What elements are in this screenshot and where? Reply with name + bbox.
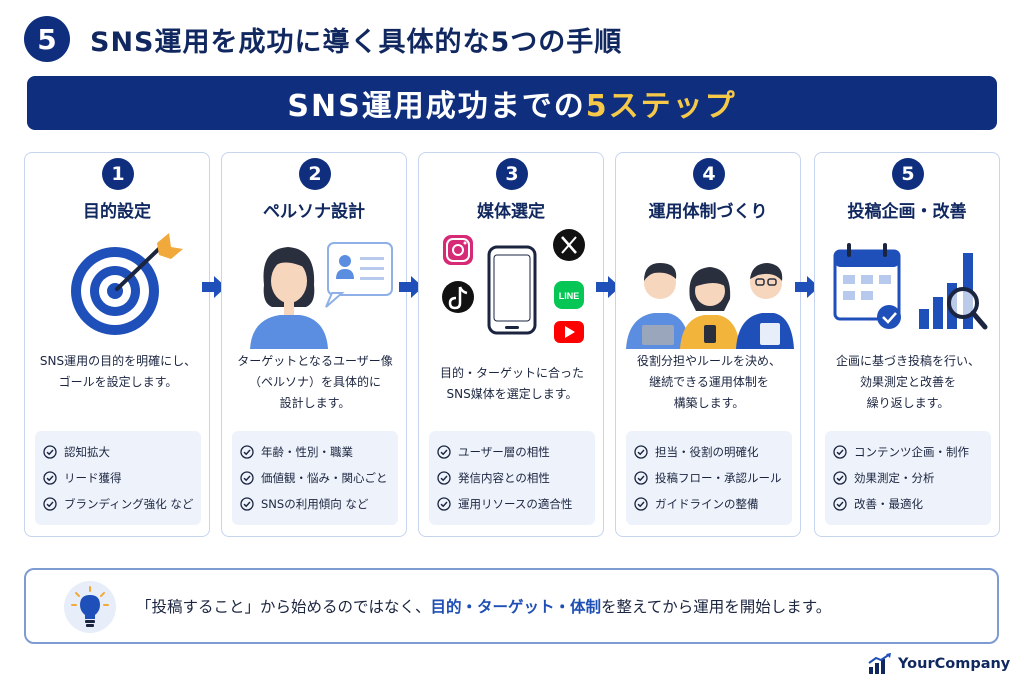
persona-icon [250, 242, 393, 349]
check-list: コンテンツ企画・制作 効果測定・分析 改善・最適化 [825, 431, 991, 525]
check-item: 効果測定・分析 [825, 465, 991, 491]
step-title: 運用体制づくり [648, 202, 768, 222]
step-description: 目的・ターゲットに合った SNS媒体を選定します。 [439, 366, 584, 401]
check-item: コンテンツ企画・制作 [825, 439, 991, 465]
step-title: 媒体選定 [477, 202, 545, 222]
check-list: 年齢・性別・職業 価値観・悩み・関心ごと SNSの利用傾向 など [232, 431, 398, 525]
step-title: ペルソナ設計 [263, 202, 365, 222]
page-header: 5 SNS運用を成功に導く具体的な5つの手順 [24, 14, 622, 64]
check-icon [437, 471, 451, 485]
check-item: 担当・役割の明確化 [626, 439, 792, 465]
step-description: ターゲットとなるユーザー像 （ペルソナ）を具体的に 設計します。 [237, 354, 393, 410]
note-text: 「投稿すること」から始めるのではなく、目的・ターゲット・体制を整えてから運用を開… [136, 570, 831, 642]
check-list: ユーザー層の相性 発信内容との相性 運用リソースの適合性 [429, 431, 595, 525]
check-icon [833, 497, 847, 511]
section-number: 5 [24, 16, 70, 62]
check-icon [634, 445, 648, 459]
check-icon [43, 471, 57, 485]
arrow-right-icon [795, 276, 819, 298]
note-highlight: 目的・ターゲット・体制 [430, 598, 602, 616]
check-list: 認知拡大 リード獲得 ブランディング強化 など [35, 431, 201, 525]
check-item: ガイドラインの整備 [626, 491, 792, 517]
check-icon [240, 445, 254, 459]
team-icon [626, 263, 794, 349]
check-icon [634, 497, 648, 511]
bulb-icon-bg [64, 581, 116, 633]
check-item: 発信内容との相性 [429, 465, 595, 491]
calendar-chart-icon [833, 243, 988, 330]
instagram-icon [443, 235, 473, 265]
check-item: 価値観・悩み・関心ごと [232, 465, 398, 491]
check-item: 認知拡大 [35, 439, 201, 465]
check-item: 投稿フロー・承認ルール [626, 465, 792, 491]
logo-text: YourCompany [898, 656, 1011, 672]
check-icon [240, 497, 254, 511]
banner-accent: 5ステップ [585, 89, 737, 124]
step-number: 5 [892, 158, 924, 190]
sns-media-icons: LINE [442, 229, 585, 343]
check-item: 改善・最適化 [825, 491, 991, 517]
arrow-right-icon [399, 276, 423, 298]
check-item: SNSの利用傾向 など [232, 491, 398, 517]
check-icon [833, 445, 847, 459]
check-item: リード獲得 [35, 465, 201, 491]
step-card-1: 1 目的設定 SNS運用の目的を明確にし、 ゴールを設定します。 認知拡大 リー… [24, 152, 210, 537]
line-icon: LINE [554, 281, 584, 309]
step-card-2: 2 ペルソナ設計 ターゲットとなるユーザー像 （ペルソナ）を具体的に 設計します… [221, 152, 407, 537]
banner-text: SNS運用成功までの [287, 89, 586, 124]
step-description: SNS運用の目的を明確にし、 ゴールを設定します。 [39, 354, 197, 389]
step-title: 投稿企画・改善 [847, 202, 967, 222]
youtube-icon [554, 321, 584, 343]
check-icon [833, 471, 847, 485]
step-number: 2 [299, 158, 331, 190]
lightbulb-icon [71, 586, 109, 627]
check-item: 年齢・性別・職業 [232, 439, 398, 465]
step-title: 目的設定 [83, 202, 151, 222]
x-icon [553, 229, 585, 261]
step-number: 3 [496, 158, 528, 190]
tiktok-icon [442, 281, 474, 313]
check-icon [240, 471, 254, 485]
company-logo: YourCompany [868, 652, 1010, 676]
step-card-3: 3 媒体選定 LINE 目的・ターゲットに合っ [418, 152, 604, 537]
step-description: 役割分担やルールを決め、 継続できる運用体制を 構築します。 [636, 354, 781, 410]
check-list: 担当・役割の明確化 投稿フロー・承認ルール ガイドラインの整備 [626, 431, 792, 525]
check-item: 運用リソースの適合性 [429, 491, 595, 517]
step-card-4: 4 運用体制づくり 役割分担やルールを決め、 継続できる運用体制を 構築します。… [615, 152, 801, 537]
check-icon [43, 497, 57, 511]
check-icon [437, 445, 451, 459]
step-number: 4 [693, 158, 725, 190]
check-icon [43, 445, 57, 459]
check-item: ユーザー層の相性 [429, 439, 595, 465]
step-card-5: 5 投稿企画・改善 企画に基づき投稿を行い、 効果測定と改善を 繰り返します。 … [814, 152, 1000, 537]
step-description: 企画に基づき投稿を行い、 効果測定と改善を 繰り返します。 [835, 354, 980, 410]
target-icon [71, 233, 183, 335]
step-number: 1 [102, 158, 134, 190]
note-box: 「投稿すること」から始めるのではなく、目的・ターゲット・体制を整えてから運用を開… [24, 568, 999, 644]
check-icon [437, 497, 451, 511]
check-item: ブランディング強化 など [35, 491, 201, 517]
svg-text:LINE: LINE [559, 291, 580, 301]
arrow-right-icon [202, 276, 226, 298]
page-title: SNS運用を成功に導く具体的な5つの手順 [90, 26, 623, 58]
check-icon [634, 471, 648, 485]
logo-chart-icon [868, 653, 891, 674]
arrow-right-icon [596, 276, 620, 298]
